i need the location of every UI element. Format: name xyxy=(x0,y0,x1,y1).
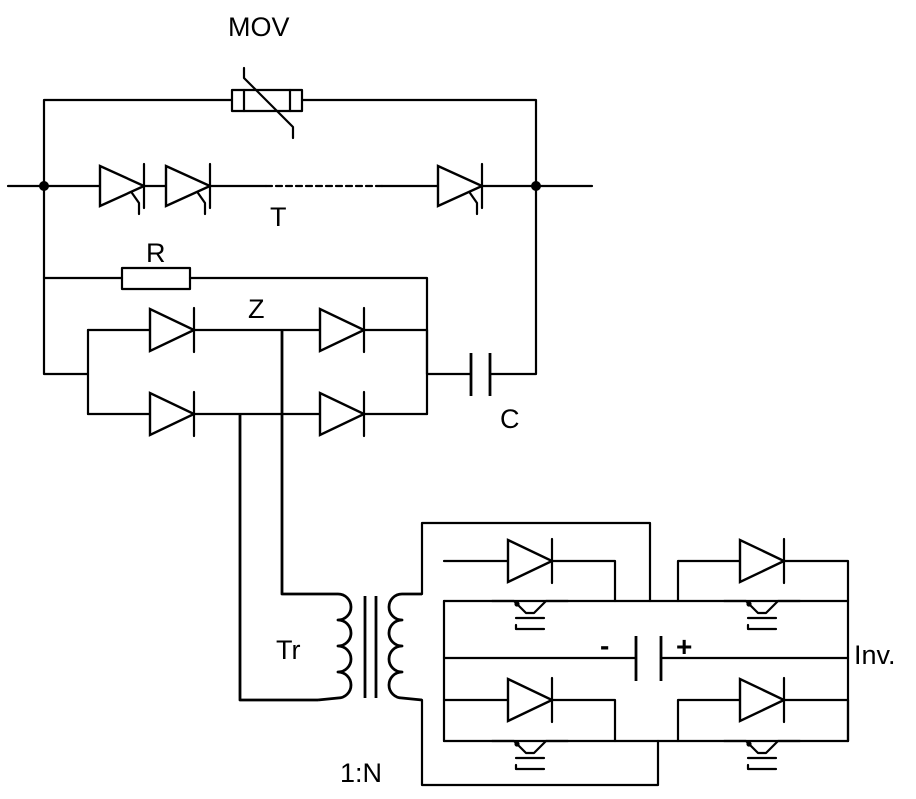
resistor-r xyxy=(122,268,190,289)
capacitor-c xyxy=(471,353,490,396)
thyristor-string xyxy=(100,164,482,214)
dc-link-capacitor xyxy=(636,636,661,681)
bridge-diode-1 xyxy=(150,308,194,352)
inverter-diode-3 xyxy=(508,678,552,722)
label-ratio: 1:N xyxy=(340,758,382,788)
inverter-diodes xyxy=(508,539,784,722)
label-c: C xyxy=(500,404,520,434)
label-inv: Inv. xyxy=(854,640,896,670)
igbt-2 xyxy=(724,601,800,629)
label-mov: MOV xyxy=(228,12,290,42)
label-t: T xyxy=(270,202,287,232)
bridge-diode-3 xyxy=(150,392,194,436)
mov-varistor xyxy=(232,68,302,138)
upper-wiring xyxy=(8,100,592,414)
inverter-diode-1 xyxy=(508,539,552,583)
thyristor-n xyxy=(438,164,482,214)
label-minus: - xyxy=(600,630,609,661)
thyristor-1 xyxy=(100,164,144,214)
inverter-diode-2 xyxy=(740,539,784,583)
label-plus: + xyxy=(676,631,692,662)
igbt-4 xyxy=(724,741,800,769)
diode-bridge xyxy=(150,308,364,436)
label-z: Z xyxy=(248,294,265,324)
inverter-diode-4 xyxy=(740,678,784,722)
bridge-diode-4 xyxy=(320,392,364,436)
igbt-3 xyxy=(492,741,568,769)
thyristor-2 xyxy=(166,164,210,214)
bridge-diode-2 xyxy=(320,308,364,352)
igbt-1 xyxy=(492,601,568,629)
transformer-tr xyxy=(318,594,422,700)
label-tr: Tr xyxy=(276,635,300,665)
label-r: R xyxy=(146,238,166,268)
